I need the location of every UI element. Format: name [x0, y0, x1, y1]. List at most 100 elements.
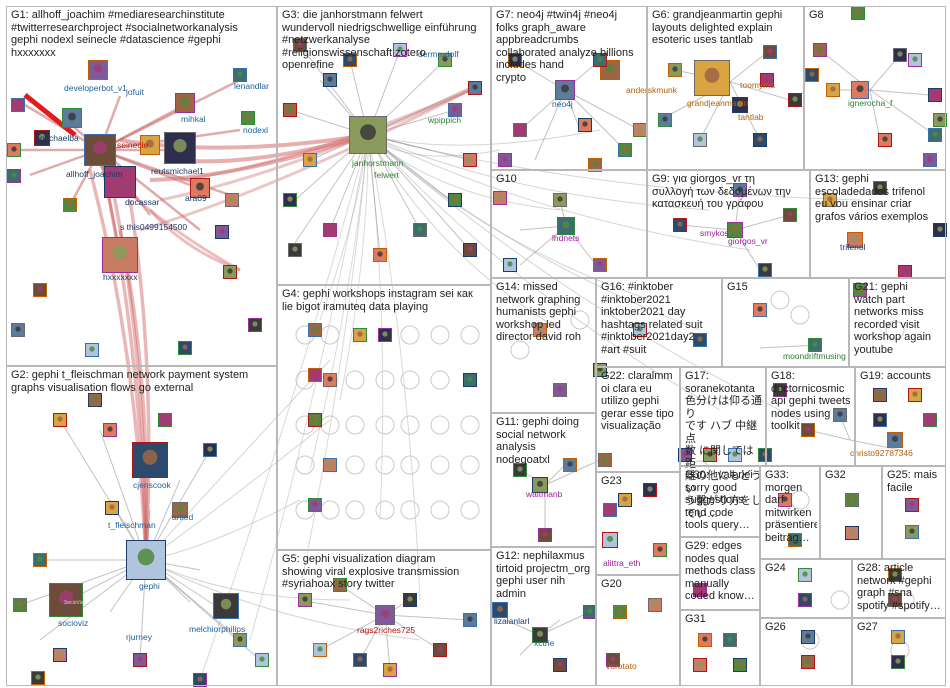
- node-avatar: [126, 540, 166, 580]
- graph-edge: [534, 89, 566, 161]
- graph-edge: [367, 134, 651, 301]
- graph-edge: [367, 134, 711, 211]
- group-label-g27: G27: [857, 621, 878, 633]
- node-avatar: [288, 243, 302, 257]
- node-avatar: [643, 483, 657, 497]
- node-avatar: [225, 193, 239, 207]
- node-avatar: [923, 153, 937, 167]
- node-avatar: [798, 593, 812, 607]
- node-avatar: [693, 658, 707, 672]
- graph-edge: [679, 224, 736, 231]
- group-label-g18: G18: doctornicosmic api gephi tweets nod…: [771, 370, 851, 432]
- node-avatar: [588, 158, 602, 172]
- node-avatar: [308, 413, 322, 427]
- node-avatar: [84, 134, 116, 166]
- group-label-g20: G20: [601, 578, 622, 590]
- node-avatar: [105, 501, 119, 515]
- graph-edge: [367, 134, 381, 256]
- node-avatar: [673, 218, 687, 232]
- graph-edge: [367, 134, 421, 601]
- self-loop-edge: [345, 500, 365, 520]
- graph-edge: [849, 439, 901, 451]
- node-avatar: [303, 153, 317, 167]
- graph-edge: [869, 89, 936, 136]
- node-avatar: [598, 453, 612, 467]
- node-avatar: [801, 630, 815, 644]
- node-avatar: [213, 593, 239, 619]
- self-loop-edge: [430, 415, 450, 435]
- graph-edge: [299, 134, 369, 591]
- node-avatar: [873, 413, 887, 427]
- graph-edge: [108, 174, 148, 561]
- group-label-g2: G2: gephi t_fleischman network payment s…: [11, 369, 249, 394]
- group-box-g19: G19: accounts: [855, 367, 946, 466]
- graph-edge: [367, 134, 384, 521]
- group-box-g33: G33: morgen darf mitwirken präsentiere b…: [760, 466, 820, 559]
- node-avatar: [583, 605, 597, 619]
- node-avatar: [698, 633, 712, 647]
- graph-edge: [367, 134, 801, 421]
- node-avatar: [103, 423, 117, 437]
- group-label-g7: G7: neo4j #twin4j #neo4j folks graph_awa…: [496, 9, 634, 84]
- node-avatar: [7, 169, 21, 183]
- group-box-g2: G2: gephi t_fleischman network payment s…: [6, 366, 277, 686]
- node-avatar: [393, 43, 407, 57]
- group-box-g14: G14: missed network graphing humanists g…: [491, 278, 596, 413]
- node-avatar: [653, 543, 667, 557]
- group-label-g12: G12: nephilaxmus tirtoid projectm_org ge…: [496, 550, 591, 600]
- group-label-g28: G28: article network #gephi graph #sna s…: [857, 562, 941, 612]
- node-avatar: [602, 532, 618, 548]
- node-avatar: [193, 673, 207, 687]
- node-avatar: [555, 80, 575, 100]
- node-avatar: [694, 60, 730, 96]
- node-avatar: [553, 383, 567, 397]
- self-loop-edge: [400, 415, 420, 435]
- node-avatar: [763, 45, 777, 59]
- node-avatar: [888, 568, 902, 582]
- self-loop-edge: [430, 370, 450, 390]
- node-avatar: [648, 598, 662, 612]
- group-label-g22: G22: claralmm oi clara eu utilizo gephi …: [601, 370, 674, 432]
- node-avatar: [11, 323, 25, 337]
- node-avatar: [49, 583, 83, 617]
- group-box-g32: G32: [820, 466, 882, 559]
- node-avatar: [448, 193, 462, 207]
- node-avatar: [847, 232, 863, 248]
- node-avatar: [190, 178, 210, 198]
- nodes-layer: [7, 6, 947, 687]
- node-avatar: [613, 605, 627, 619]
- group-label-g29: G29: edges nodes qual methods class manu…: [685, 540, 756, 602]
- node-avatar: [887, 432, 903, 448]
- graph-edge: [544, 464, 566, 486]
- group-box-g18: G18: doctornicosmic api gephi tweets nod…: [766, 367, 855, 466]
- group-label-g1: G1: allhoff_joachim #mediaresearchinstit…: [11, 9, 238, 59]
- node-avatar: [175, 93, 195, 113]
- node-avatar: [503, 258, 517, 272]
- node-avatar: [203, 443, 217, 457]
- node-avatar: [233, 633, 247, 647]
- group-label-g4: G4: gephi workshops instagram sei как li…: [282, 288, 473, 313]
- node-avatar: [833, 408, 847, 422]
- node-avatar: [593, 53, 607, 67]
- group-box-g27: G27: [852, 618, 946, 686]
- group-box-g12: G12: nephilaxmus tirtoid projectm_org ge…: [491, 547, 596, 686]
- graph-edge: [88, 169, 148, 561]
- group-box-g6: G6: grandjeanmartin gephi layouts deligh…: [647, 6, 804, 170]
- node-avatar: [438, 53, 452, 67]
- group-box-g9: G9: για giorgos_vr τη συλλογή των δεδομέ…: [647, 170, 810, 278]
- node-avatar: [493, 191, 507, 205]
- group-label-g19: G19: accounts: [860, 370, 931, 382]
- node-avatar: [241, 111, 255, 125]
- group-box-g7: G7: neo4j #twin4j #neo4j folks graph_awa…: [491, 6, 647, 170]
- node-avatar: [693, 333, 707, 347]
- graph-edge: [367, 134, 721, 411]
- node-avatar: [728, 448, 742, 462]
- graph-edge: [564, 89, 641, 131]
- group-box-g20: G20: [596, 575, 680, 686]
- node-avatar: [898, 265, 912, 279]
- node-avatar: [33, 553, 47, 567]
- node-avatar: [323, 458, 337, 472]
- group-label-g21: G21: gephi watch part networks miss reco…: [854, 281, 932, 356]
- self-loop-edge: [345, 370, 365, 390]
- group-box-g30: G30: _valeriei sorry good suggestions te…: [680, 466, 760, 537]
